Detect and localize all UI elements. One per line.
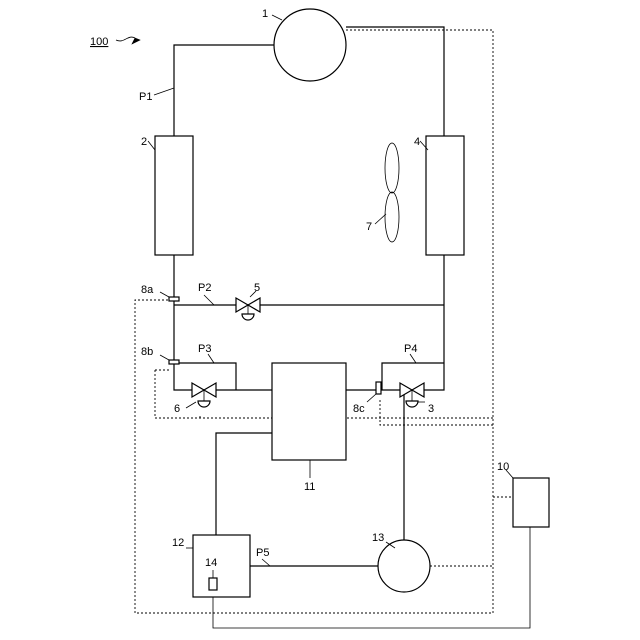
sensor-8c-icon — [376, 382, 381, 394]
label-pipe-p4: P4 — [404, 343, 417, 355]
fan-icon — [385, 143, 399, 242]
label-sensor-a: 8a — [141, 284, 154, 296]
sensor-8b-icon — [169, 360, 179, 364]
heat-exchanger — [272, 363, 346, 460]
component-labels: 1 2 4 7 5 8a 8b 6 8c 3 11 10 12 14 13 — [141, 8, 509, 569]
label-pipe-p3: P3 — [198, 343, 211, 355]
label-pump: 13 — [372, 532, 384, 544]
label-tank-sensor: 14 — [205, 557, 217, 569]
condenser — [155, 136, 193, 255]
compressor — [274, 9, 346, 81]
evaporator — [426, 136, 464, 255]
pump — [378, 540, 430, 592]
label-pipe-p2: P2 — [198, 282, 211, 294]
expansion-valve-5-icon — [236, 298, 260, 320]
label-fan: 7 — [366, 221, 372, 233]
label-compressor: 1 — [262, 8, 268, 20]
label-evaporator: 4 — [414, 136, 420, 148]
leader-lines — [148, 15, 513, 578]
label-pipe-p5: P5 — [256, 547, 269, 559]
label-pipe-p1: P1 — [139, 91, 152, 103]
label-valve-p2: 5 — [254, 282, 260, 294]
label-tank: 12 — [172, 537, 184, 549]
controller — [513, 478, 549, 527]
sensor-8a-icon — [169, 297, 179, 301]
label-valve-p4: 3 — [428, 403, 434, 415]
label-valve-p3: 6 — [174, 403, 180, 415]
system-label: 100 — [90, 36, 140, 48]
expansion-valve-6-icon — [192, 383, 216, 407]
label-controller: 10 — [497, 461, 509, 473]
label-condenser: 2 — [141, 136, 147, 148]
tank-sensor — [209, 578, 217, 590]
tank — [193, 535, 250, 597]
label-sensor-c: 8c — [353, 403, 365, 415]
system-number-label: 100 — [90, 36, 108, 48]
label-heat-exchanger: 11 — [304, 481, 315, 493]
label-sensor-b: 8b — [141, 346, 153, 358]
